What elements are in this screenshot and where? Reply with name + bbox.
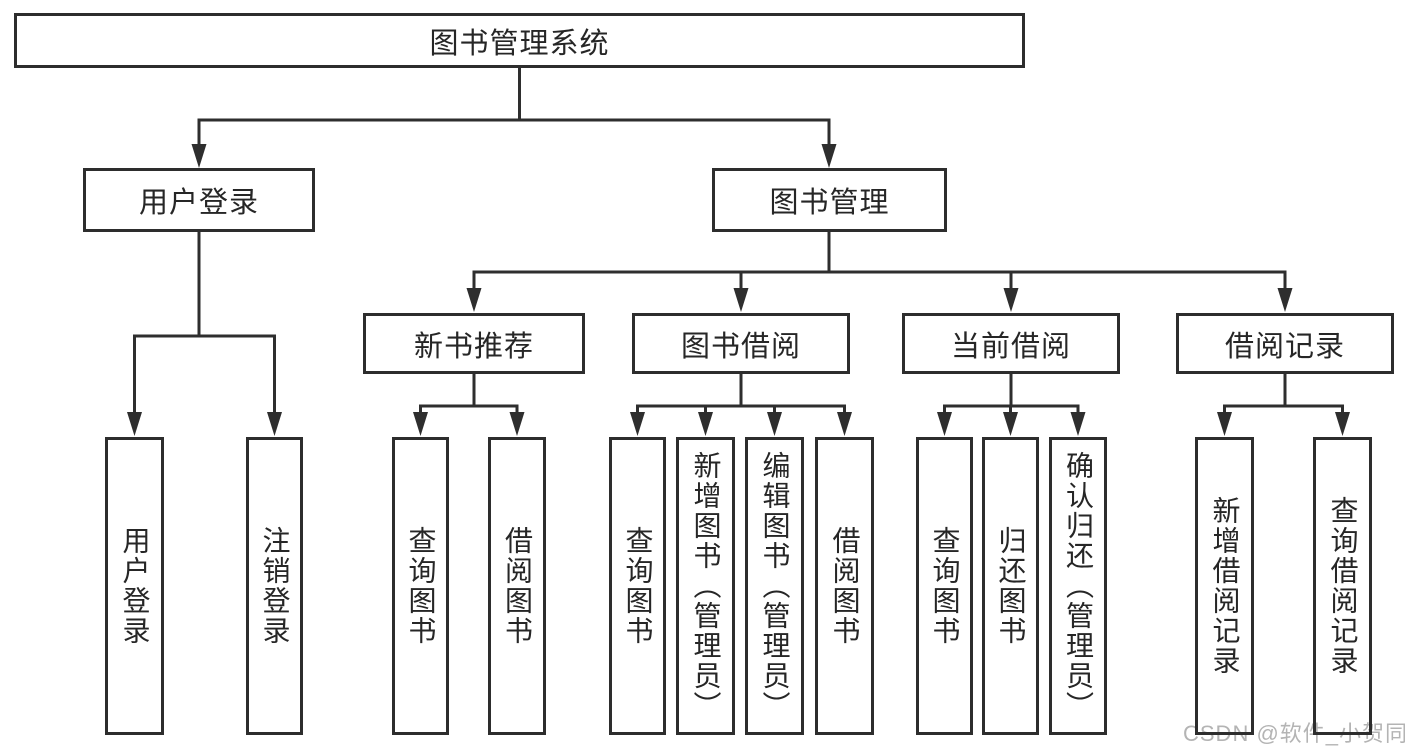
arrowheads: [127, 144, 1350, 436]
node-book-borrowing: 图书借阅: [632, 313, 850, 374]
node-new-book-recommendation: 新书推荐: [363, 313, 585, 374]
leaf-query-borrow-record: 查询借阅记录: [1313, 437, 1372, 735]
leaf-borrow-books-under-recommend: 借阅图书: [488, 437, 546, 735]
watermark: CSDN @软件_小贺同学: [1183, 721, 1405, 746]
arrowhead: [733, 288, 749, 312]
node-label: 用户登录: [119, 526, 151, 646]
arrowhead: [698, 412, 713, 436]
arrowhead: [1335, 412, 1350, 436]
arrowhead: [509, 412, 525, 436]
leaf-edit-books-admin: 编辑图书（管理员）: [745, 437, 804, 735]
node-label: 图书借阅: [680, 330, 801, 363]
node-label: 新增借阅记录: [1209, 496, 1241, 676]
arrowhead: [413, 412, 428, 436]
node-label: 查询图书: [929, 526, 961, 646]
node-label: 确认归还（管理员）: [1063, 451, 1094, 721]
tree-edges: [133, 66, 1344, 415]
node-label: 图书管理系统: [429, 27, 610, 60]
node-book-management: 图书管理: [712, 168, 947, 232]
node-label: 查询借阅记录: [1327, 496, 1359, 676]
node-label: 新书推荐: [413, 330, 534, 363]
node-label: 借阅记录: [1224, 330, 1345, 363]
node-label: 图书管理: [769, 187, 890, 219]
arrowhead: [767, 412, 782, 436]
leaf-return-books: 归还图书: [982, 437, 1039, 735]
arrowhead: [1003, 412, 1018, 436]
arrowhead: [267, 412, 282, 436]
leaf-confirm-return-admin: 确认归还（管理员）: [1049, 437, 1107, 735]
node-borrowing-records: 借阅记录: [1176, 313, 1394, 374]
node-label: 借阅图书: [502, 526, 533, 646]
leaf-add-books-admin: 新增图书（管理员）: [676, 437, 735, 735]
arrowhead: [1003, 288, 1019, 312]
arrowhead: [630, 412, 645, 436]
leaf-query-books-under-current: 查询图书: [916, 437, 973, 735]
arrowhead: [837, 412, 852, 436]
leaf-query-books-under-borrowing: 查询图书: [609, 437, 666, 735]
node-library-management-system: 图书管理系统: [14, 13, 1025, 68]
leaf-query-books-under-recommend: 查询图书: [392, 437, 449, 735]
arrowhead: [466, 288, 482, 312]
node-label: 新增图书（管理员）: [690, 451, 722, 721]
node-label: 编辑图书（管理员）: [759, 451, 791, 721]
node-label: 注销登录: [259, 526, 291, 646]
node-current-borrowing: 当前借阅: [902, 313, 1120, 374]
node-label: 归还图书: [995, 526, 1027, 646]
arrowhead: [937, 412, 952, 436]
arrowhead: [191, 144, 207, 168]
arrowhead: [1277, 288, 1293, 312]
leaf-borrow-books-under-borrowing: 借阅图书: [815, 437, 874, 735]
leaf-logout: 注销登录: [246, 437, 303, 735]
node-label: 查询图书: [622, 526, 654, 646]
leaf-add-borrow-record: 新增借阅记录: [1195, 437, 1254, 735]
arrowhead: [1217, 412, 1232, 436]
node-user-login: 用户登录: [83, 168, 315, 232]
node-label: 借阅图书: [829, 526, 861, 646]
arrowhead: [127, 412, 142, 436]
node-label: 用户登录: [138, 187, 259, 219]
arrowhead: [821, 144, 837, 168]
node-label: 当前借阅: [950, 330, 1071, 363]
arrowhead: [1070, 412, 1086, 436]
node-label: 查询图书: [405, 526, 437, 646]
leaf-user-login: 用户登录: [105, 437, 164, 735]
